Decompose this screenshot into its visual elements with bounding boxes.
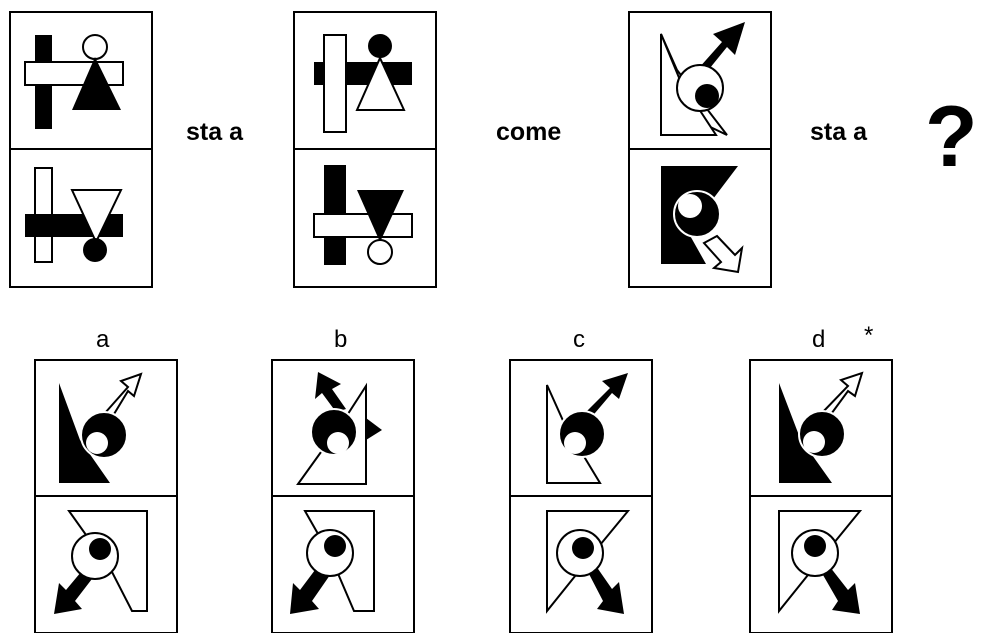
option-c-label[interactable]: c [573, 326, 585, 354]
option-d-box[interactable] [750, 360, 892, 633]
option-d-label[interactable]: d [812, 326, 825, 354]
relation-word-1: sta a [186, 118, 243, 147]
box-2 [294, 12, 436, 287]
box-3 [629, 12, 771, 287]
option-a-box[interactable] [35, 360, 177, 633]
question-mark: ? [925, 88, 978, 187]
option-d-correct-marker: * [864, 322, 873, 350]
option-a-label[interactable]: a [96, 326, 109, 354]
option-b-label[interactable]: b [334, 326, 347, 354]
option-c-box[interactable] [510, 360, 652, 633]
box-1 [10, 12, 152, 287]
option-b-box[interactable] [272, 360, 414, 633]
relation-word-3: sta a [810, 118, 867, 147]
relation-word-2: come [496, 118, 561, 147]
